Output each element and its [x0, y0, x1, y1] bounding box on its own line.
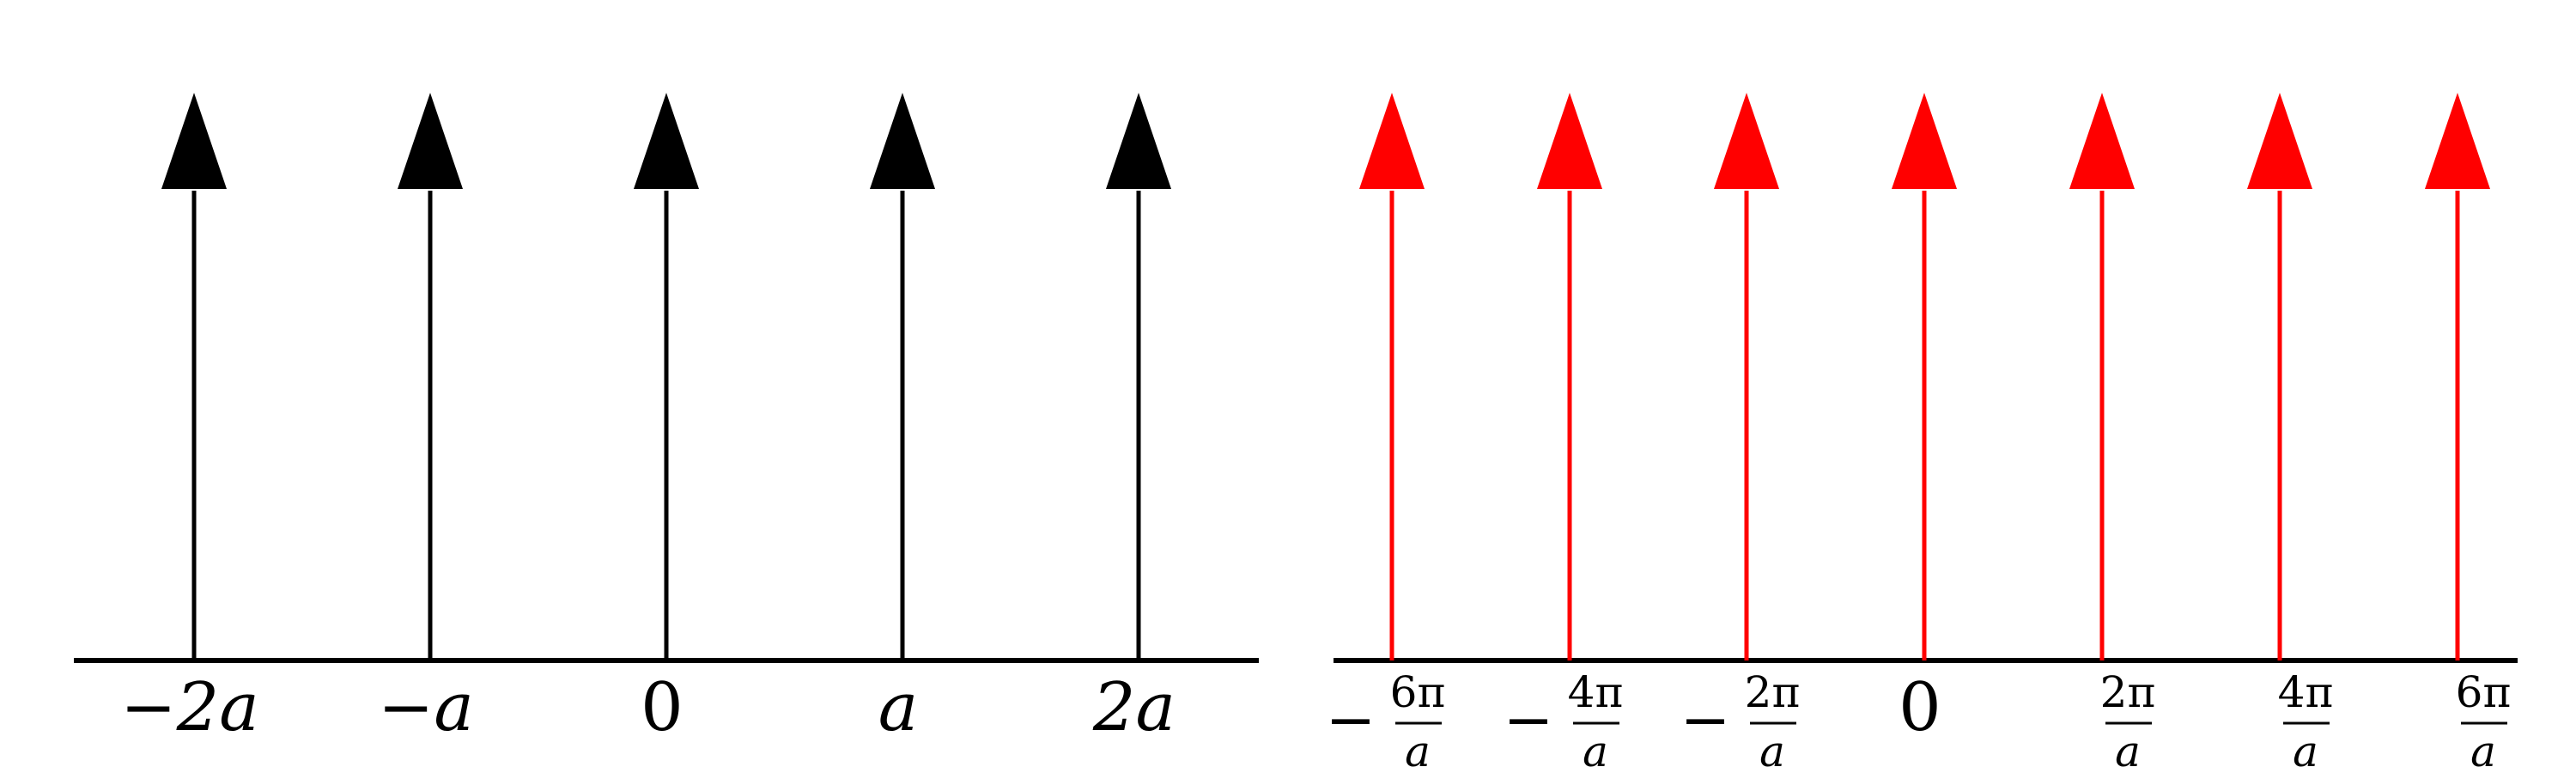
- right-tick-label-3: 0: [1899, 669, 1941, 746]
- right-delta-arrow-3-head: [1892, 93, 1957, 189]
- left-tick-label-1: −a: [378, 669, 474, 746]
- right-tick-label-6: 6π a: [2456, 667, 2512, 773]
- left-tick-label-4: 2a: [1092, 669, 1176, 746]
- right-tick-numerator-0: 6π: [1390, 667, 1446, 717]
- right-tick-zero-3: 0: [1899, 669, 1941, 746]
- right-tick-label-2: −2π a: [1680, 667, 1801, 773]
- right-tick-denominator-4: a: [2115, 727, 2141, 773]
- right-tick-numerator-2: 2π: [1745, 667, 1801, 717]
- right-delta-arrow-1-head: [1537, 93, 1602, 189]
- right-tick-sign-0: −: [1326, 685, 1376, 755]
- right-tick-label-1: −4π a: [1504, 667, 1624, 773]
- left-delta-arrow-4-head: [1106, 93, 1171, 189]
- right-tick-numerator-4: 2π: [2100, 667, 2156, 717]
- right-delta-arrow-5-head: [2247, 93, 2312, 189]
- right-tick-denominator-1: a: [1583, 727, 1608, 773]
- left-delta-arrow-1-head: [398, 93, 463, 189]
- right-tick-sign-1: −: [1504, 685, 1554, 755]
- right-tick-sign-2: −: [1680, 685, 1731, 755]
- right-tick-denominator-0: a: [1405, 727, 1431, 773]
- left-panel-dirac-comb: −2a −a 0 a 2a: [74, 93, 1259, 746]
- right-tick-label-0: −6π a: [1326, 667, 1446, 773]
- right-tick-denominator-6: a: [2470, 727, 2496, 773]
- right-delta-arrow-6-head: [2425, 93, 2490, 189]
- left-delta-arrow-2-head: [634, 93, 699, 189]
- left-tick-label-3: a: [878, 669, 919, 746]
- left-tick-label-2: 0: [641, 669, 683, 746]
- right-delta-arrow-4-head: [2069, 93, 2135, 189]
- right-tick-denominator-2: a: [1759, 727, 1785, 773]
- left-delta-arrow-3-head: [870, 93, 935, 189]
- right-tick-label-4: 2π a: [2100, 667, 2156, 773]
- right-tick-numerator-1: 4π: [1568, 667, 1624, 717]
- right-delta-arrow-0-head: [1359, 93, 1425, 189]
- left-tick-label-0: −2a: [120, 669, 258, 746]
- right-tick-label-5: 4π a: [2278, 667, 2334, 773]
- right-delta-arrow-2-head: [1714, 93, 1779, 189]
- left-delta-arrow-0-head: [161, 93, 227, 189]
- right-tick-denominator-5: a: [2293, 727, 2318, 773]
- right-tick-numerator-6: 6π: [2456, 667, 2512, 717]
- right-tick-numerator-5: 4π: [2278, 667, 2334, 717]
